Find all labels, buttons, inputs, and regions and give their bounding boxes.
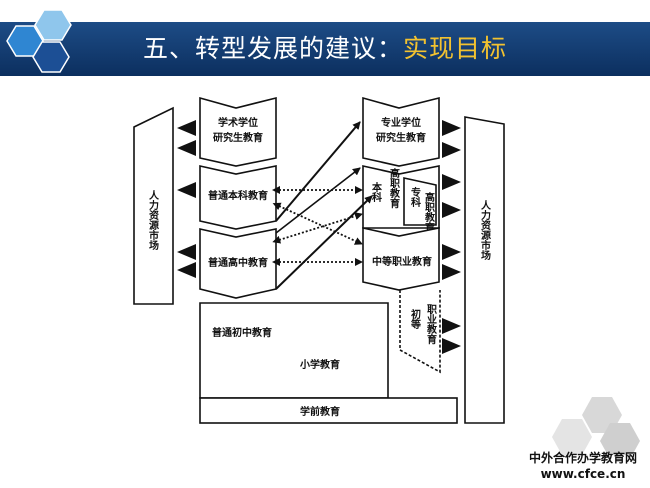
page-title: 五、转型发展的建议：实现目标 xyxy=(0,22,650,76)
site-watermark: 中外合作办学教育网 www.cfce.cn xyxy=(518,450,648,482)
academic-grad-box xyxy=(199,96,277,167)
arrow-undergrad-to-professional-grad xyxy=(275,121,361,222)
vocational-college-box xyxy=(403,177,437,226)
corner-hexagon-decoration-icon xyxy=(552,397,640,455)
dotted-arrow-high-vocational-undergrad xyxy=(272,212,363,244)
general-undergrad-label: 普通本科教育 xyxy=(208,189,268,202)
secondary-vocational-label: 中等职业教育 xyxy=(372,255,432,268)
preschool-box xyxy=(199,397,458,424)
junior-vocational-label-b: 职业教育 xyxy=(425,304,438,345)
right-market-label: 人力资源市场 xyxy=(479,199,491,261)
academic-grad-label-1: 学术学位 xyxy=(218,116,258,129)
general-middle-primary-box xyxy=(199,302,389,399)
left-market-box xyxy=(133,106,174,305)
professional-grad-label-1: 专业学位 xyxy=(381,116,421,129)
primary-label: 小学教育 xyxy=(299,358,340,371)
vocational-undergrad-label-b: 本科 xyxy=(370,181,382,203)
junior-vocational-border xyxy=(399,290,441,374)
right-market-box xyxy=(464,116,505,424)
watermark-line-2: www.cfce.cn xyxy=(540,467,626,481)
left-market-chevrons xyxy=(177,120,196,278)
dotted-arrow-undergrad-secondary xyxy=(272,202,363,245)
title-banner xyxy=(0,22,650,76)
vocational-undergrad-label-a: 高职教育 xyxy=(388,167,401,209)
title-prefix: 五、转型发展的建议： xyxy=(142,34,403,63)
professional-grad-label-2: 研究生教育 xyxy=(376,131,426,144)
left-market-label: 人力资源市场 xyxy=(147,189,159,251)
secondary-vocational-box xyxy=(362,227,440,291)
arrow-high-to-vocational-undergrad xyxy=(275,195,373,290)
title-highlight: 实现目标 xyxy=(403,34,508,63)
general-middle-label: 普通初中教育 xyxy=(212,326,272,339)
arrow-high-to-professional-grad xyxy=(275,167,361,234)
vocational-college-label-a: 专科 xyxy=(409,186,421,208)
right-market-chevrons xyxy=(442,120,461,354)
academic-grad-label-2: 研究生教育 xyxy=(213,131,263,144)
general-high-label: 普通高中教育 xyxy=(208,256,268,269)
junior-vocational-label-a: 初等 xyxy=(409,308,421,330)
professional-grad-box xyxy=(362,96,440,167)
watermark-line-1: 中外合作办学教育网 xyxy=(528,451,637,465)
preschool-label: 学前教育 xyxy=(300,405,340,418)
hexagon-logo-icon xyxy=(6,9,72,73)
vocational-college-label-b: 高职教育 xyxy=(423,191,436,233)
